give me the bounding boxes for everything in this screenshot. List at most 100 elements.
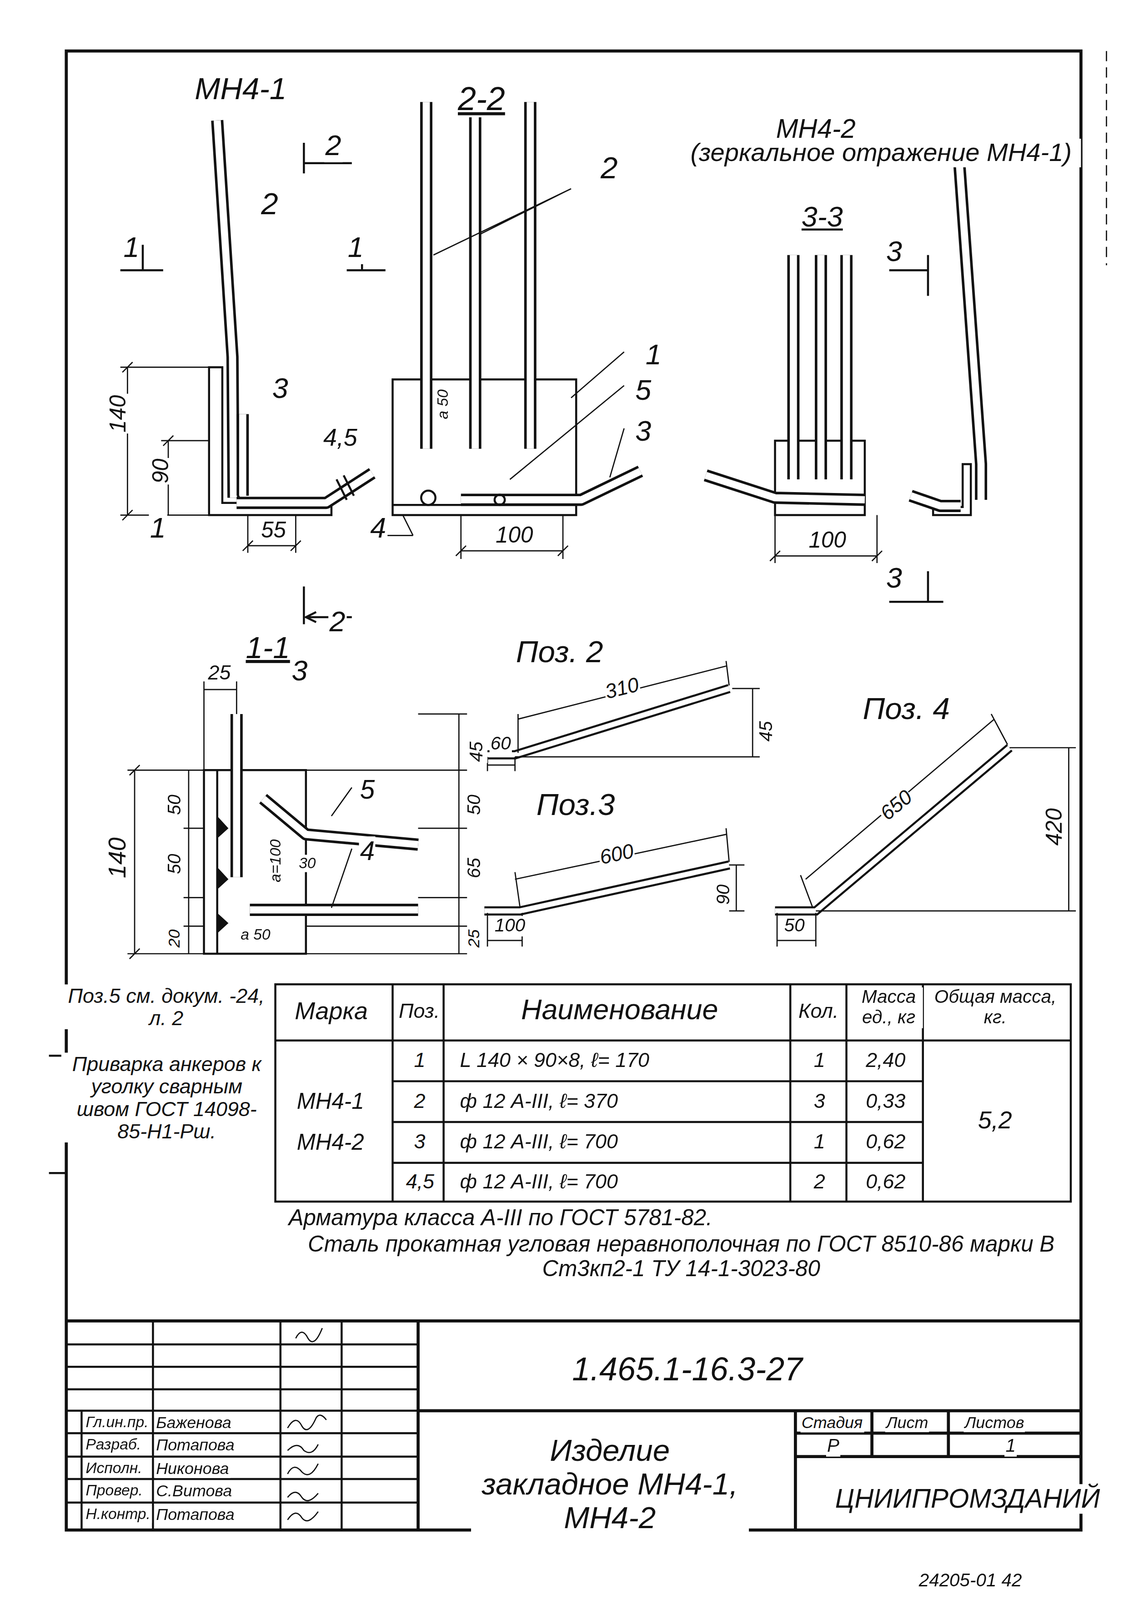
title-block-cell: С.Витова — [155, 1481, 234, 1500]
dimension: 50 — [165, 852, 186, 875]
note: Приварка анкеров к уголку сварным швом Г… — [61, 1052, 273, 1143]
callout-number: 4,5 — [322, 424, 359, 452]
title-block-cell: Исполн. — [84, 1459, 144, 1476]
callout-number: 3 — [290, 655, 309, 688]
table-cell: 3 — [412, 1129, 427, 1153]
section-label: Поз. 2 — [515, 634, 605, 668]
dimension: 30 — [297, 854, 317, 872]
table-cell: 4,5 — [404, 1169, 436, 1192]
table-cell: L 140 × 90×8, ℓ= 170 — [458, 1048, 651, 1071]
dimension: 90 — [713, 883, 734, 906]
title-block-cell: Стадия — [800, 1413, 864, 1432]
table-cell: ф 12 А-III, ℓ= 700 — [458, 1169, 619, 1192]
dimension: 50 — [165, 793, 186, 816]
table-cell: 1 — [412, 1048, 427, 1071]
title-block-cell: Потапова — [155, 1435, 236, 1454]
dimension: 25 — [465, 928, 483, 949]
section-label: МН4-1 — [193, 71, 288, 106]
table-cell: МН4-1 — [295, 1088, 366, 1114]
dimension: а 50 — [239, 925, 272, 943]
dimension: 25 — [206, 660, 232, 683]
title-block-cell: Листов — [963, 1413, 1025, 1432]
table-cell: 2,40 — [864, 1048, 907, 1071]
section-label: 3-3 — [800, 201, 844, 234]
dimension: 45 — [756, 719, 777, 743]
dimension: 140 — [105, 393, 131, 434]
table-cell: ф 12 А-III, ℓ= 700 — [458, 1129, 619, 1153]
table-cell: 5,2 — [977, 1106, 1014, 1134]
note: Сталь прокатная угловая неравнополочная … — [287, 1231, 1075, 1281]
dimension: 90 — [148, 457, 174, 485]
callout-number: 1 — [644, 339, 663, 372]
title-block-cell: Баженова — [155, 1413, 233, 1432]
table-cell: 1 — [812, 1129, 827, 1153]
title-block-cell: Разраб. — [84, 1435, 142, 1453]
section-label: Поз.3 — [535, 787, 616, 821]
table-cell: 0,62 — [864, 1169, 907, 1192]
dimension: 310 — [601, 672, 643, 703]
section-label: 1-1 — [244, 630, 292, 664]
table-cell: Общая масса, кг. — [928, 987, 1063, 1028]
dimension: 45 — [466, 740, 487, 763]
section-label: 3 — [885, 236, 904, 268]
table-cell: ф 12 А-III, ℓ= 370 — [458, 1088, 619, 1112]
callout-number: 3 — [634, 416, 653, 448]
table-cell: 0,62 — [864, 1129, 907, 1153]
title-block-cell: Гл.ин.пр. — [84, 1413, 150, 1431]
dimension: 140 — [104, 836, 131, 879]
note: Арматура класса А-III по ГОСТ 5781-82. — [287, 1205, 714, 1230]
table-cell: 0,33 — [864, 1088, 907, 1112]
dimension: а=100 — [267, 837, 285, 884]
dimension: 50 — [465, 793, 486, 816]
table-cell: Кол. — [797, 999, 840, 1022]
section-label: 1 — [122, 232, 141, 264]
table-cell: 1 — [812, 1048, 827, 1071]
dimension: 60 — [489, 734, 512, 755]
dimension: 100 — [807, 528, 848, 553]
title-block-cell: Лист — [885, 1413, 930, 1432]
table-cell: 2 — [812, 1169, 827, 1192]
title-block-cell: Провер. — [84, 1481, 144, 1499]
table-cell: Масса ед., кг — [854, 987, 923, 1028]
dimension: 55 — [260, 517, 287, 543]
dimension: 50 — [782, 915, 806, 936]
callout-number: 4 — [369, 512, 387, 545]
callout-number: 4 — [358, 836, 376, 866]
dimension: 100 — [493, 915, 527, 936]
title-block-cell: 1 — [1004, 1435, 1017, 1456]
section-label: Поз. 4 — [861, 691, 951, 726]
callout-number: 2 — [260, 186, 280, 221]
dimension: а 50 — [434, 388, 452, 421]
table-cell: Марка — [293, 997, 369, 1024]
title-block-cell: ЦНИИПРОМЗДАНИЙ — [834, 1483, 1102, 1513]
section-label: 2-2 — [456, 81, 507, 118]
section-label: 2 — [324, 130, 342, 162]
callout-number: 5 — [634, 375, 653, 407]
dimension: 420 — [1042, 807, 1067, 847]
title-block-cell: Р — [826, 1435, 841, 1456]
section-label: 3 — [885, 562, 904, 595]
section-label: 1 — [346, 232, 365, 264]
callout-number: 2 — [599, 150, 619, 185]
table-cell: МН4-2 — [295, 1129, 366, 1155]
note: 24205-01 42 — [918, 1570, 1024, 1591]
title-block-cell: Изделие закладное МН4-1, МН4-2 — [471, 1432, 749, 1534]
title-block-cell: Никонова — [155, 1459, 231, 1477]
note: (зеркальное отражение МН4-1) — [681, 138, 1081, 167]
dimension: 100 — [494, 523, 535, 548]
table-cell: Наименование — [520, 994, 720, 1026]
table-cell: 2 — [412, 1088, 427, 1112]
callout-number: 5 — [358, 775, 376, 805]
section-label: 2 — [328, 606, 347, 638]
title-block-cell: 1.465.1-16.3-27 — [571, 1351, 804, 1388]
title-block-cell: Н.контр. — [84, 1505, 152, 1522]
dimension: 650 — [874, 784, 917, 825]
note: Поз.5 см. докум. -24, л. 2 — [63, 983, 270, 1029]
dimension: 65 — [465, 856, 486, 879]
callout-number: 3 — [271, 373, 290, 405]
title-block-cell: Потапова — [155, 1505, 236, 1523]
dimension: 600 — [596, 838, 637, 869]
table-cell: Поз. — [397, 999, 442, 1022]
table-cell: 3 — [812, 1088, 827, 1112]
